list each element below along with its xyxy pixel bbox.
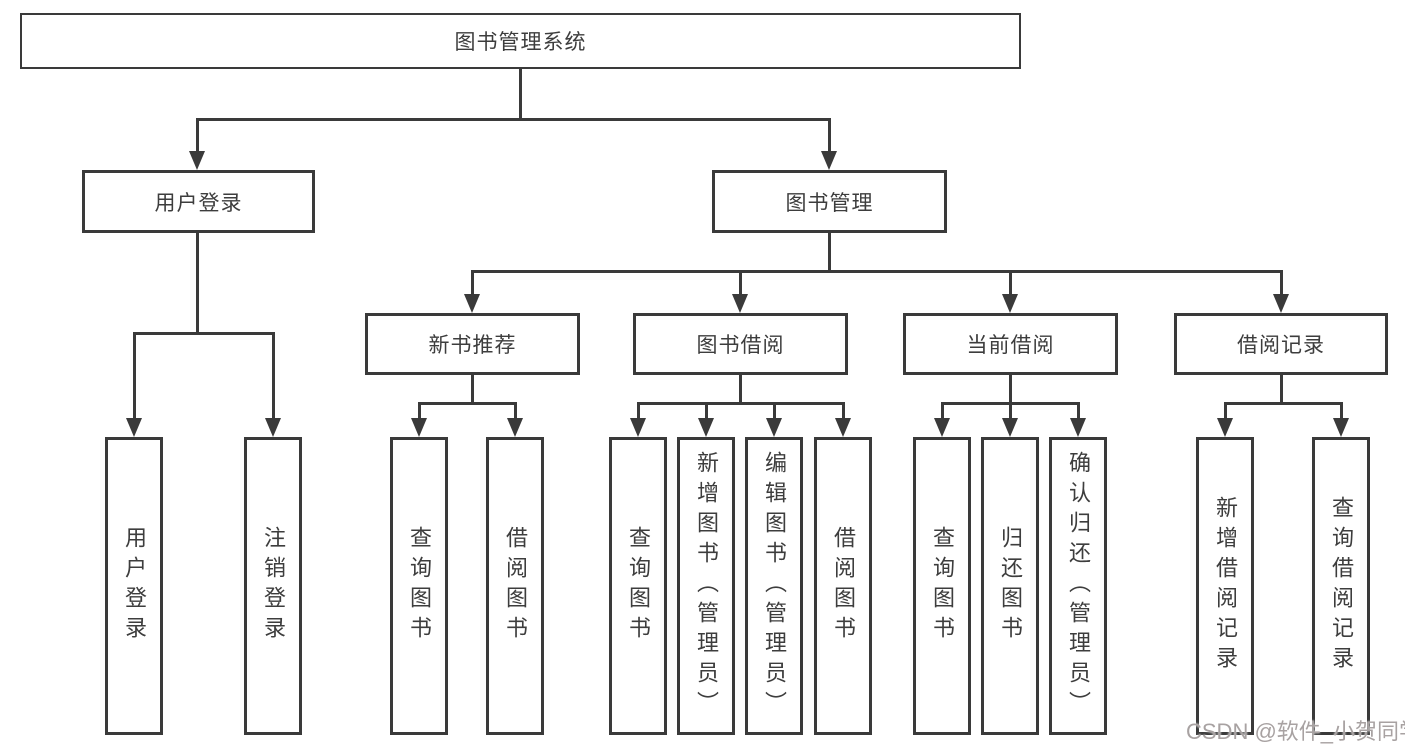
node-user-login-label: 用户登录 [154, 191, 243, 215]
arrow-down-icon [189, 151, 205, 170]
connector-to-borrow-records [1280, 270, 1283, 297]
connector-book-borrow-stem [739, 375, 742, 404]
connector-user-login-stem [196, 233, 199, 334]
connector-leaf-stem [705, 402, 708, 420]
leaf-add-books-admin: 新增图书（管理员） [677, 437, 735, 735]
connector-leaf-stem [514, 402, 517, 420]
node-borrow-records: 借阅记录 [1174, 313, 1388, 375]
leaf-label: 查询借阅记录 [1329, 496, 1354, 676]
leaf-edit-books-admin: 编辑图书（管理员） [745, 437, 803, 735]
connector-to-user-login [196, 118, 199, 153]
connector-to-book-borrow [739, 270, 742, 297]
arrow-down-icon [507, 418, 523, 437]
leaf-query-books-current: 查询图书 [913, 437, 971, 735]
node-book-management-label: 图书管理 [785, 191, 874, 215]
node-new-book-recommend-label: 新书推荐 [428, 334, 517, 357]
leaf-label: 注销登录 [261, 526, 286, 646]
arrow-down-icon [1273, 294, 1289, 313]
leaf-label: 用户登录 [122, 526, 147, 646]
connector-recommend-stem [471, 375, 474, 404]
node-user-login: 用户登录 [82, 170, 315, 233]
arrow-down-icon [630, 418, 646, 437]
leaf-query-books-borrow: 查询图书 [609, 437, 667, 735]
leaf-label: 借阅图书 [831, 526, 856, 646]
node-book-management: 图书管理 [712, 170, 947, 233]
connector-book-management-stem [828, 233, 831, 273]
node-new-book-recommend: 新书推荐 [365, 313, 580, 375]
leaf-add-borrow-record: 新增借阅记录 [1196, 437, 1254, 735]
leaf-label: 查询图书 [626, 526, 651, 646]
arrow-down-icon [1217, 418, 1233, 437]
connector-root-split [196, 118, 831, 121]
leaf-return-books: 归还图书 [981, 437, 1039, 735]
connector-to-new-book-recommend [471, 270, 474, 297]
connector-to-leaf-user-login [133, 332, 136, 421]
leaf-borrow-books-recommend: 借阅图书 [486, 437, 544, 735]
connector-borrow-records-split [1224, 402, 1343, 405]
arrow-down-icon [1002, 418, 1018, 437]
leaf-confirm-return-admin: 确认归还（管理员） [1049, 437, 1107, 735]
leaf-label: 新增借阅记录 [1213, 496, 1238, 676]
leaf-label: 查询图书 [407, 526, 432, 646]
node-borrow-records-label: 借阅记录 [1237, 334, 1325, 357]
arrow-down-icon [1002, 294, 1018, 313]
arrow-down-icon [835, 418, 851, 437]
connector-to-current-borrow [1009, 270, 1012, 297]
arrow-down-icon [1333, 418, 1349, 437]
connector-book-management-split [471, 270, 1283, 273]
leaf-query-borrow-record: 查询借阅记录 [1312, 437, 1370, 735]
connector-leaf-stem [637, 402, 640, 420]
connector-leaf-stem [842, 402, 845, 420]
connector-leaf-stem [941, 402, 944, 420]
connector-user-login-split [133, 332, 275, 335]
leaf-query-books-recommend: 查询图书 [390, 437, 448, 735]
leaf-label: 编辑图书（管理员） [762, 451, 787, 721]
leaf-user-login: 用户登录 [105, 437, 163, 735]
connector-recommend-split [418, 402, 517, 405]
arrow-down-icon [934, 418, 950, 437]
connector-root-stem [519, 69, 522, 120]
leaf-borrow-books: 借阅图书 [814, 437, 872, 735]
arrow-down-icon [411, 418, 427, 437]
node-book-borrow: 图书借阅 [633, 313, 848, 375]
arrow-down-icon [265, 418, 281, 437]
node-current-borrow: 当前借阅 [903, 313, 1118, 375]
connector-leaf-stem [773, 402, 776, 420]
connector-current-borrow-stem [1009, 375, 1012, 404]
leaf-label: 归还图书 [998, 526, 1023, 646]
connector-leaf-stem [1340, 402, 1343, 420]
node-root: 图书管理系统 [20, 13, 1021, 69]
node-current-borrow-label: 当前借阅 [966, 334, 1055, 357]
connector-book-borrow-split [637, 402, 845, 405]
leaf-label: 借阅图书 [503, 526, 528, 646]
connector-borrow-records-stem [1280, 375, 1283, 404]
connector-leaf-stem [1009, 402, 1012, 420]
connector-to-book-management [828, 118, 831, 153]
arrow-down-icon [821, 151, 837, 170]
leaf-logout: 注销登录 [244, 437, 302, 735]
watermark: CSDN @软件_小贺同学 [1186, 719, 1405, 744]
leaf-label: 新增图书（管理员） [694, 451, 719, 721]
arrow-down-icon [126, 418, 142, 437]
connector-leaf-stem [1224, 402, 1227, 420]
arrow-down-icon [766, 418, 782, 437]
node-book-borrow-label: 图书借阅 [696, 334, 785, 357]
connector-to-leaf-logout [272, 332, 275, 421]
connector-leaf-stem [418, 402, 421, 420]
leaf-label: 查询图书 [930, 526, 955, 646]
arrow-down-icon [698, 418, 714, 437]
arrow-down-icon [464, 294, 480, 313]
arrow-down-icon [732, 294, 748, 313]
arrow-down-icon [1070, 418, 1086, 437]
leaf-label: 确认归还（管理员） [1066, 451, 1091, 721]
connector-leaf-stem [1077, 402, 1080, 420]
node-root-label: 图书管理系统 [454, 31, 587, 54]
